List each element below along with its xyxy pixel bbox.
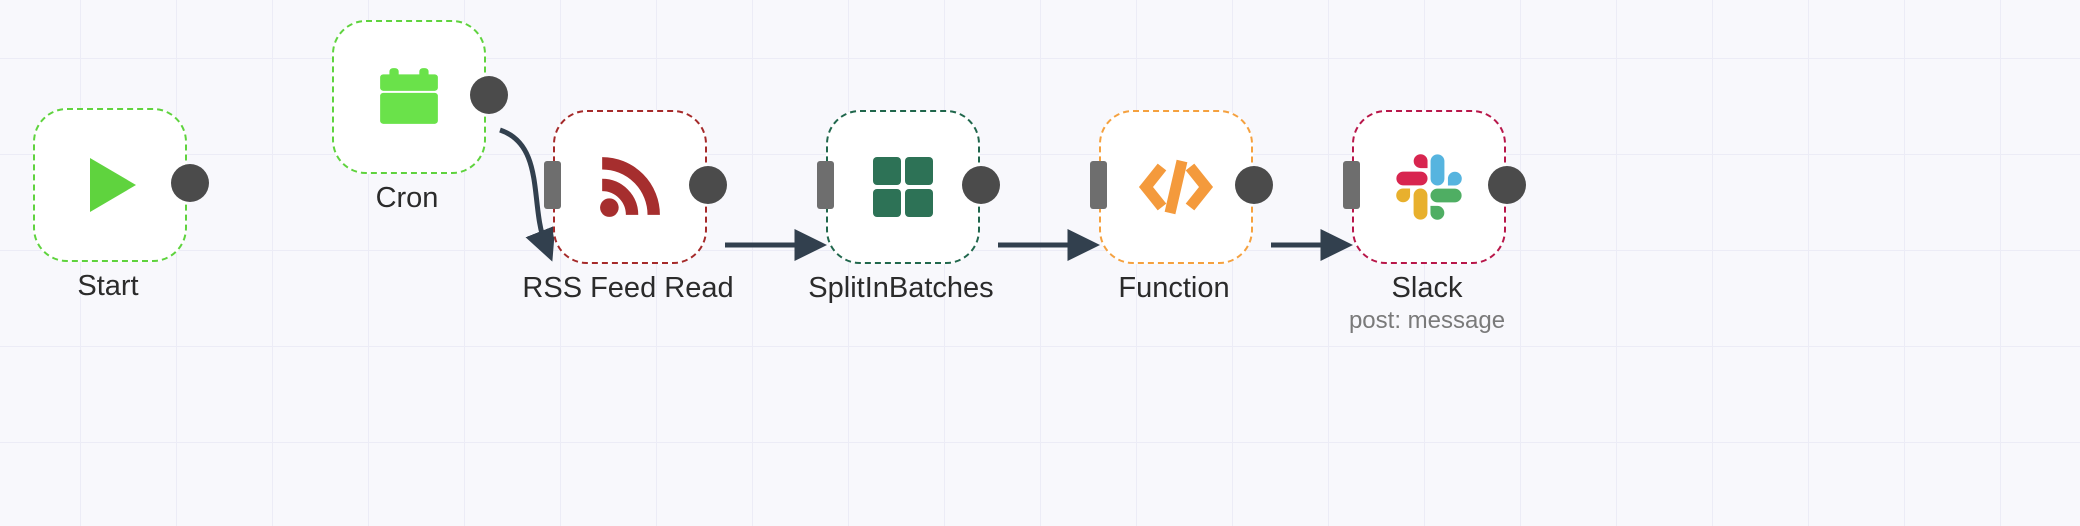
node-rss-feed-read-box[interactable]: [553, 110, 707, 264]
node-rss-feed-read-label: RSS Feed Read: [522, 272, 734, 304]
node-start-label: Start: [77, 270, 139, 302]
node-split-in-batches-output-endpoint[interactable]: [962, 166, 1000, 204]
node-function-box[interactable]: [1099, 110, 1253, 264]
node-cron-output-endpoint[interactable]: [470, 76, 508, 114]
node-cron[interactable]: Cron: [332, 20, 508, 214]
calendar-icon: [380, 68, 438, 124]
node-split-in-batches[interactable]: SplitInBatches: [808, 110, 1000, 304]
node-rss-feed-read[interactable]: RSS Feed Read: [522, 110, 734, 304]
node-rss-feed-read-input-endpoint[interactable]: [544, 161, 561, 209]
node-function[interactable]: Function: [1090, 110, 1273, 304]
node-split-in-batches-label: SplitInBatches: [808, 272, 994, 304]
node-split-in-batches-input-endpoint[interactable]: [817, 161, 834, 209]
rss-icon: [600, 157, 660, 217]
node-slack[interactable]: Slack post: message: [1343, 110, 1526, 334]
node-function-label: Function: [1118, 272, 1230, 304]
node-cron-label: Cron: [375, 182, 439, 214]
node-function-output-endpoint[interactable]: [1235, 166, 1273, 204]
node-split-in-batches-box[interactable]: [826, 110, 980, 264]
node-slack-box[interactable]: [1352, 110, 1506, 264]
node-cron-box[interactable]: [332, 20, 486, 174]
node-slack-label: Slack: [1391, 272, 1463, 304]
four-squares-icon: [873, 157, 933, 217]
play-triangle-icon: [90, 158, 136, 212]
slack-logo-icon: [1396, 154, 1462, 220]
node-rss-feed-read-output-endpoint[interactable]: [689, 166, 727, 204]
code-brackets-icon: [1138, 159, 1214, 215]
node-slack-input-endpoint[interactable]: [1343, 161, 1360, 209]
node-start[interactable]: Start: [33, 108, 209, 302]
node-slack-sublabel: post: message: [1348, 307, 1506, 334]
node-slack-output-endpoint[interactable]: [1488, 166, 1526, 204]
node-function-input-endpoint[interactable]: [1090, 161, 1107, 209]
node-start-box[interactable]: [33, 108, 187, 262]
node-start-output-endpoint[interactable]: [171, 164, 209, 202]
